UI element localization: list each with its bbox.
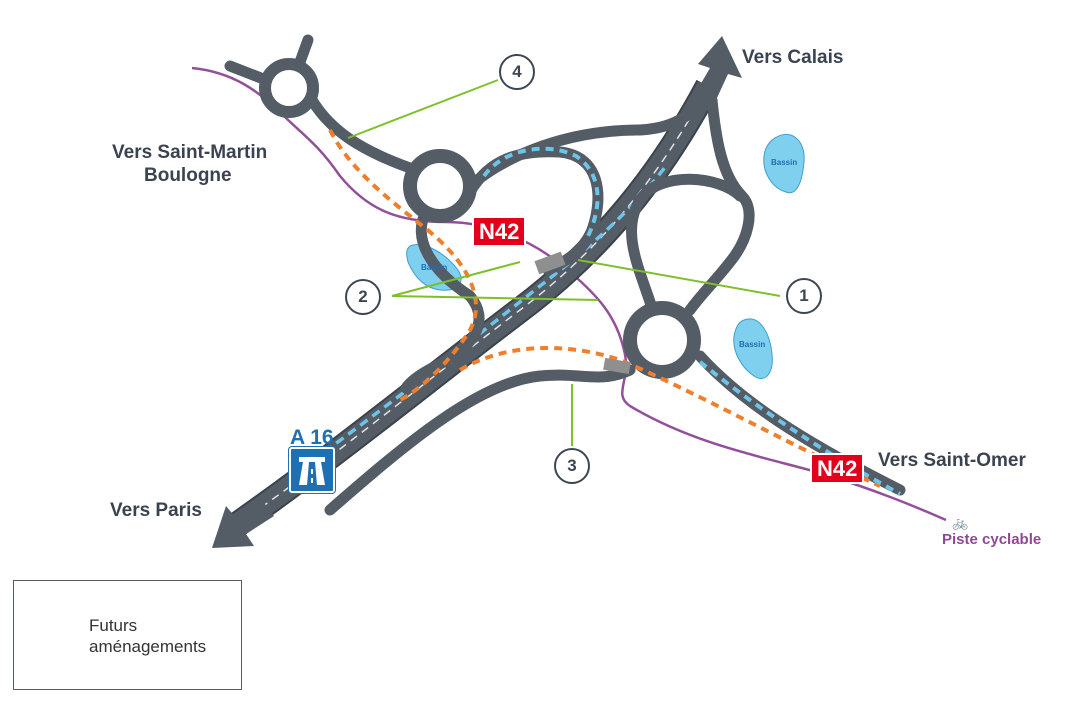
motorway-sign-icon	[289, 447, 335, 493]
callout-1: 1	[786, 278, 822, 314]
callout-4: 4	[499, 54, 535, 90]
bridge-south	[603, 357, 631, 375]
bicycle-icon: 🚲	[952, 515, 969, 530]
label-bassin-west: Bassin	[421, 263, 448, 272]
legend: Futurs aménagements	[13, 580, 242, 690]
legend-future-line2: aménagements	[89, 637, 207, 656]
label-vers-paris: Vers Paris	[110, 500, 202, 521]
arrow-paris	[212, 500, 274, 548]
label-boulogne: Boulogne	[144, 165, 232, 186]
basin-north-east	[763, 134, 805, 194]
label-bassin-south-east: Bassin	[739, 340, 766, 349]
n42-sign-north: N42	[472, 216, 527, 247]
callout-2: 2	[345, 279, 381, 315]
label-vers-saint-martin: Vers Saint-Martin	[112, 142, 268, 163]
legend-future-line1: Futurs	[89, 616, 138, 635]
roundabout-north	[259, 58, 319, 118]
a16-label: A 16	[290, 426, 334, 449]
label-vers-calais: Vers Calais	[742, 47, 844, 68]
arrow-calais	[696, 36, 742, 100]
callout-3: 3	[554, 448, 590, 484]
label-piste-cyclable: Piste cyclable	[942, 531, 1042, 548]
n42-sign-south: N42	[810, 453, 865, 484]
bridge-north	[534, 251, 566, 275]
roundabout-south-east	[623, 301, 701, 379]
future-blue-east	[698, 360, 901, 496]
future-orange-south	[458, 345, 881, 488]
basin-south-east	[733, 318, 773, 379]
future-blue-loop	[482, 146, 600, 241]
leader-lines	[347, 79, 781, 446]
label-bassin-north-east: Bassin	[771, 158, 798, 167]
roundabout-center	[403, 149, 477, 223]
label-vers-saint-omer: Vers Saint-Omer	[878, 450, 1026, 471]
